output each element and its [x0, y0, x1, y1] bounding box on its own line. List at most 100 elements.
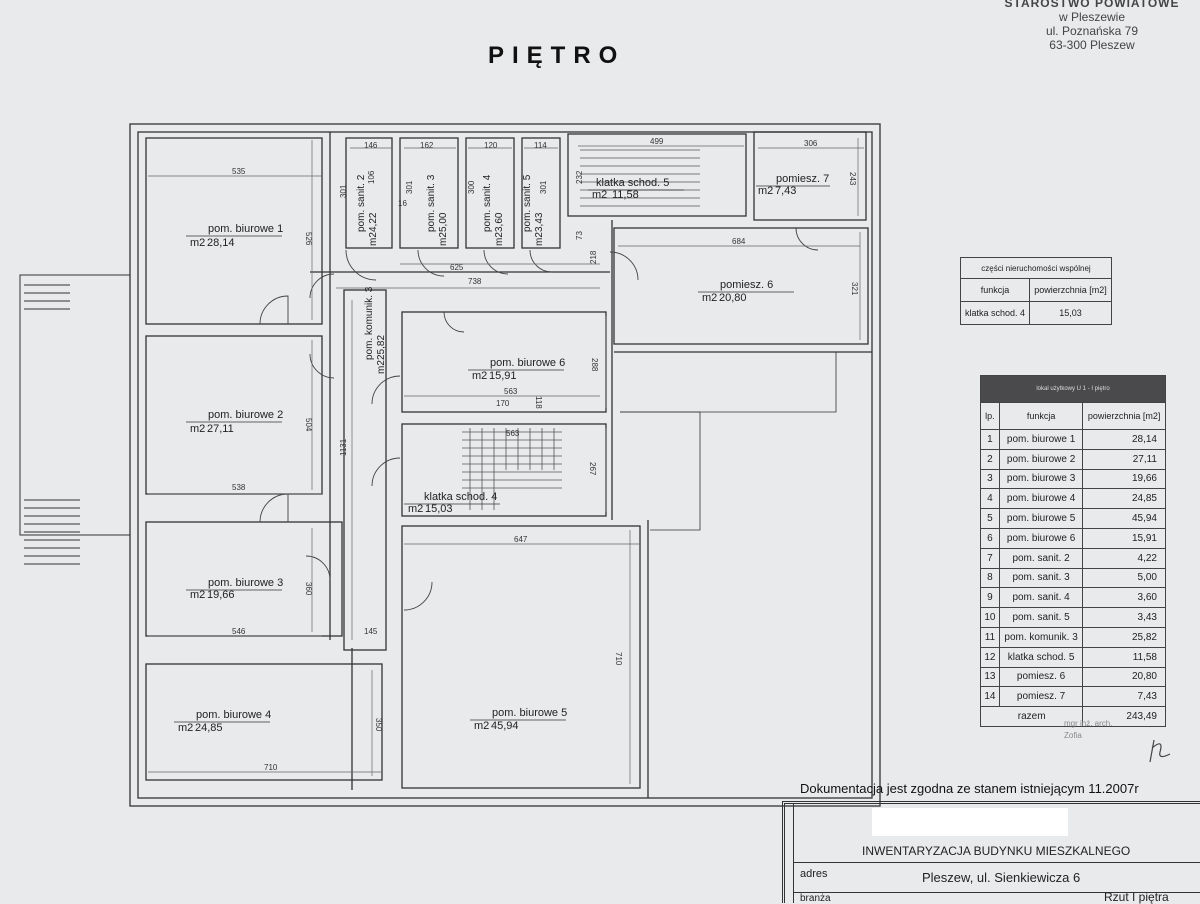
- dimension-label: 120: [484, 141, 498, 150]
- sheet-name: Rzut I piętra: [1104, 890, 1169, 904]
- room-unit: m2: [758, 185, 773, 197]
- room-area: 7,43: [775, 185, 796, 197]
- dimension-label: 306: [804, 139, 818, 148]
- unit-table-lp: 2: [980, 448, 1000, 470]
- room-name: klatka schod. 4: [424, 491, 497, 503]
- unit-table-total-label: razem: [979, 706, 1084, 727]
- room-biurowe4-outline: [145, 663, 383, 781]
- compliance-note: Dokumentacja jest zgodna ze stanem istni…: [800, 781, 1139, 796]
- room-unit: m2: [376, 360, 387, 374]
- terrace-steps: [24, 284, 80, 565]
- unit-table-function: pom. sanit. 3: [998, 567, 1084, 589]
- dimension-label: 535: [232, 167, 246, 176]
- dimension-label: 684: [732, 237, 746, 246]
- dimension-label: 710: [264, 763, 278, 772]
- dimension-label: 710: [614, 652, 623, 666]
- unit-table-col-area: powierzchnia [m2]: [1082, 402, 1166, 430]
- dimension-label: 1131: [339, 438, 348, 456]
- unit-area-table: lokal użytkowy U 1 - I piętro lp. funkcj…: [979, 375, 1166, 727]
- unit-table-area: 20,80: [1082, 666, 1166, 688]
- sanit5-outline: [521, 137, 561, 249]
- room-area: 15,03: [425, 503, 453, 515]
- unit-table-area: 7,43: [1082, 686, 1166, 708]
- dimension-label: 563: [504, 387, 518, 396]
- title-block: INWENTARYZACJA BUDYNKU MIESZKALNEGO adre…: [782, 801, 1200, 904]
- common-table-col-area: powierzchnia [m2]: [1029, 278, 1112, 302]
- signature-mark: [1149, 739, 1171, 763]
- title-block-divider: [794, 862, 1200, 863]
- room-name: pomiesz. 7: [776, 173, 829, 185]
- room-unit: m2: [190, 589, 205, 601]
- dimension-label: 538: [232, 483, 246, 492]
- unit-table-area: 11,58: [1082, 646, 1166, 668]
- dimension-label: 647: [514, 535, 528, 544]
- signature-line-1: mgr inż. arch.: [1064, 719, 1113, 728]
- common-table-function: klatka schod. 4: [959, 301, 1031, 325]
- redacted-area: [872, 808, 1068, 836]
- unit-table-col-function: funkcja: [998, 402, 1084, 430]
- room-name: pom. biurowe 4: [196, 709, 271, 721]
- common-area-table: części nieruchomości wspólnej funkcja po…: [959, 257, 1112, 325]
- project-title: INWENTARYZACJA BUDYNKU MIESZKALNEGO: [862, 844, 1131, 858]
- unit-table-function: pomiesz. 6: [998, 666, 1084, 688]
- sanit4-outline: [465, 137, 515, 249]
- room-name: pomiesz. 6: [720, 279, 773, 291]
- room-area: 45,94: [491, 720, 519, 732]
- room-area: 25,82: [376, 335, 387, 360]
- address-label: adres: [800, 868, 828, 880]
- title-block-divider: [794, 892, 1200, 893]
- dimension-label: 546: [232, 627, 246, 636]
- pomiesz6-outline: [613, 227, 869, 345]
- dimension-label: 625: [450, 263, 464, 272]
- unit-table-function: pom. biurowe 4: [998, 488, 1084, 510]
- unit-table-area: 3,43: [1082, 607, 1166, 628]
- room-unit: m2: [408, 503, 423, 515]
- unit-table-function: pom. sanit. 2: [998, 547, 1084, 569]
- unit-table-lp: 3: [980, 468, 1000, 490]
- unit-table-area: 19,66: [1082, 468, 1166, 490]
- unit-table-area: 5,00: [1082, 567, 1166, 589]
- dimension-lines: [148, 138, 864, 784]
- unit-table-function: pom. biurowe 2: [998, 448, 1084, 470]
- room-area: 15,91: [489, 370, 517, 382]
- dimension-label: 73: [575, 231, 584, 240]
- room-name: klatka schod. 5: [596, 177, 669, 189]
- page-title: PIĘTRO: [488, 42, 626, 69]
- unit-table-total: 243,49: [1082, 706, 1166, 727]
- dimension-labels: 535 526 504 538 360 546 350 710 1131 145…: [232, 137, 859, 772]
- unit-table-function: pom. sanit. 4: [998, 587, 1084, 609]
- room-name: pom. sanit. 4: [482, 174, 493, 232]
- stair5-outline: [567, 133, 747, 217]
- dimension-label: 526: [304, 232, 313, 246]
- title-block-inner: INWENTARYZACJA BUDYNKU MIESZKALNEGO adre…: [793, 804, 1200, 904]
- dimension-label: 301: [339, 184, 348, 198]
- dimension-label: 321: [850, 282, 859, 296]
- room-unit: m2: [494, 232, 505, 246]
- common-table-area: 15,03: [1029, 301, 1112, 325]
- room-area: 5,00: [438, 212, 449, 232]
- unit-table-lp: 7: [980, 547, 1000, 569]
- dimension-label: 170: [496, 399, 510, 408]
- vertical-room-labels: pom. sanit. 2 4,22 m2 pom. sanit. 3 5,00…: [356, 174, 545, 374]
- room-area: 19,66: [207, 589, 235, 601]
- unit-table-lp: 10: [980, 607, 1000, 628]
- dimension-label: 118: [534, 396, 543, 409]
- dimension-label: 218: [589, 250, 598, 264]
- room-unit: m2: [438, 232, 449, 246]
- room-name: pom. biurowe 2: [208, 409, 283, 421]
- dimension-label: 146: [364, 141, 378, 150]
- unit-table-col-lp: lp.: [980, 402, 1000, 430]
- unit-table-area: 24,85: [1082, 488, 1166, 510]
- dimension-label: 360: [304, 582, 313, 596]
- unit-table-area: 25,82: [1082, 626, 1166, 648]
- unit-table-function: pom. biurowe 5: [998, 508, 1084, 529]
